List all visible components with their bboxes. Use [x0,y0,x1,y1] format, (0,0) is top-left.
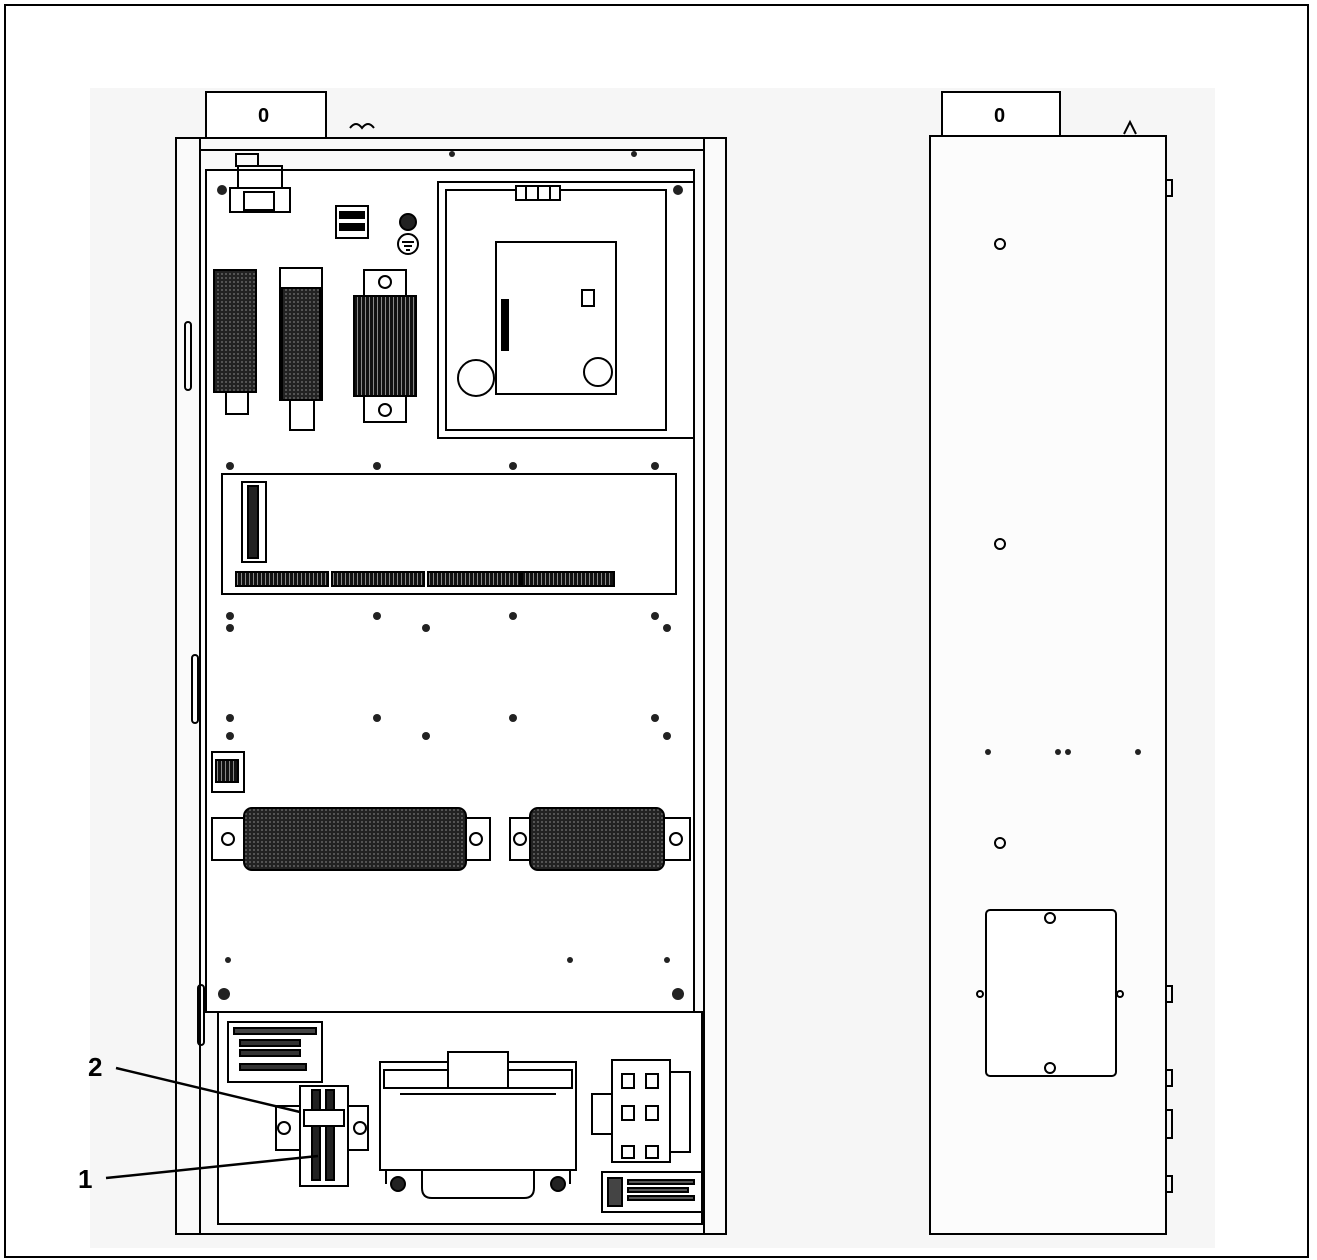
disconnect-switch-icon [275,1085,369,1187]
contactor-body [353,295,417,397]
rack-connector-4 [521,571,615,587]
contactor-top [363,269,407,297]
ground-symbol-icon [397,233,419,255]
io-module-2-foot [289,399,315,431]
side-access-cover [985,909,1117,1077]
controller-knockout-right [583,357,613,387]
hinge-slot-middle [191,654,199,724]
small-relay [335,205,369,239]
io-module-1 [213,269,257,393]
io-module-2 [281,287,321,401]
side-switch-label: 0 [994,105,1005,127]
side-small-holes [985,749,1141,755]
wing-nut [349,123,375,130]
rack-connector-2 [331,571,425,587]
terminal-block-icon [591,1059,691,1163]
terminal-strip-right [529,807,665,871]
callout-2: 2 [88,1052,103,1082]
ground-stud [399,213,417,231]
side-hole-2 [994,538,1006,550]
callout-leaders [105,1066,319,1180]
callout-1: 1 [78,1164,93,1194]
top-connector-window [243,191,275,211]
hinge-slot-top [184,321,192,391]
rack-connector-1 [235,571,329,587]
side-view [929,91,1173,1235]
side-hole-1 [994,238,1006,250]
front-view [175,91,727,1235]
side-latch [1123,119,1137,135]
board-header [501,299,509,351]
side-switch-head [941,91,1061,137]
contactor-bottom [363,395,407,423]
terminal-strip-left [243,807,467,871]
leader-2 [115,1066,301,1114]
front-mounting-holes [217,151,684,1000]
io-module-1-foot [225,391,249,415]
leader-1 [105,1154,319,1180]
front-switch-head [205,91,327,139]
rack-connector-3 [427,571,521,587]
hinge-slot-bottom [197,984,205,1046]
transformer-icon [379,1051,577,1199]
side-hole-3 [994,837,1006,849]
board-chip [581,289,595,307]
top-connector-base [229,187,291,213]
front-switch-label: 0 [258,105,269,127]
controller-knockout-left [457,359,495,397]
